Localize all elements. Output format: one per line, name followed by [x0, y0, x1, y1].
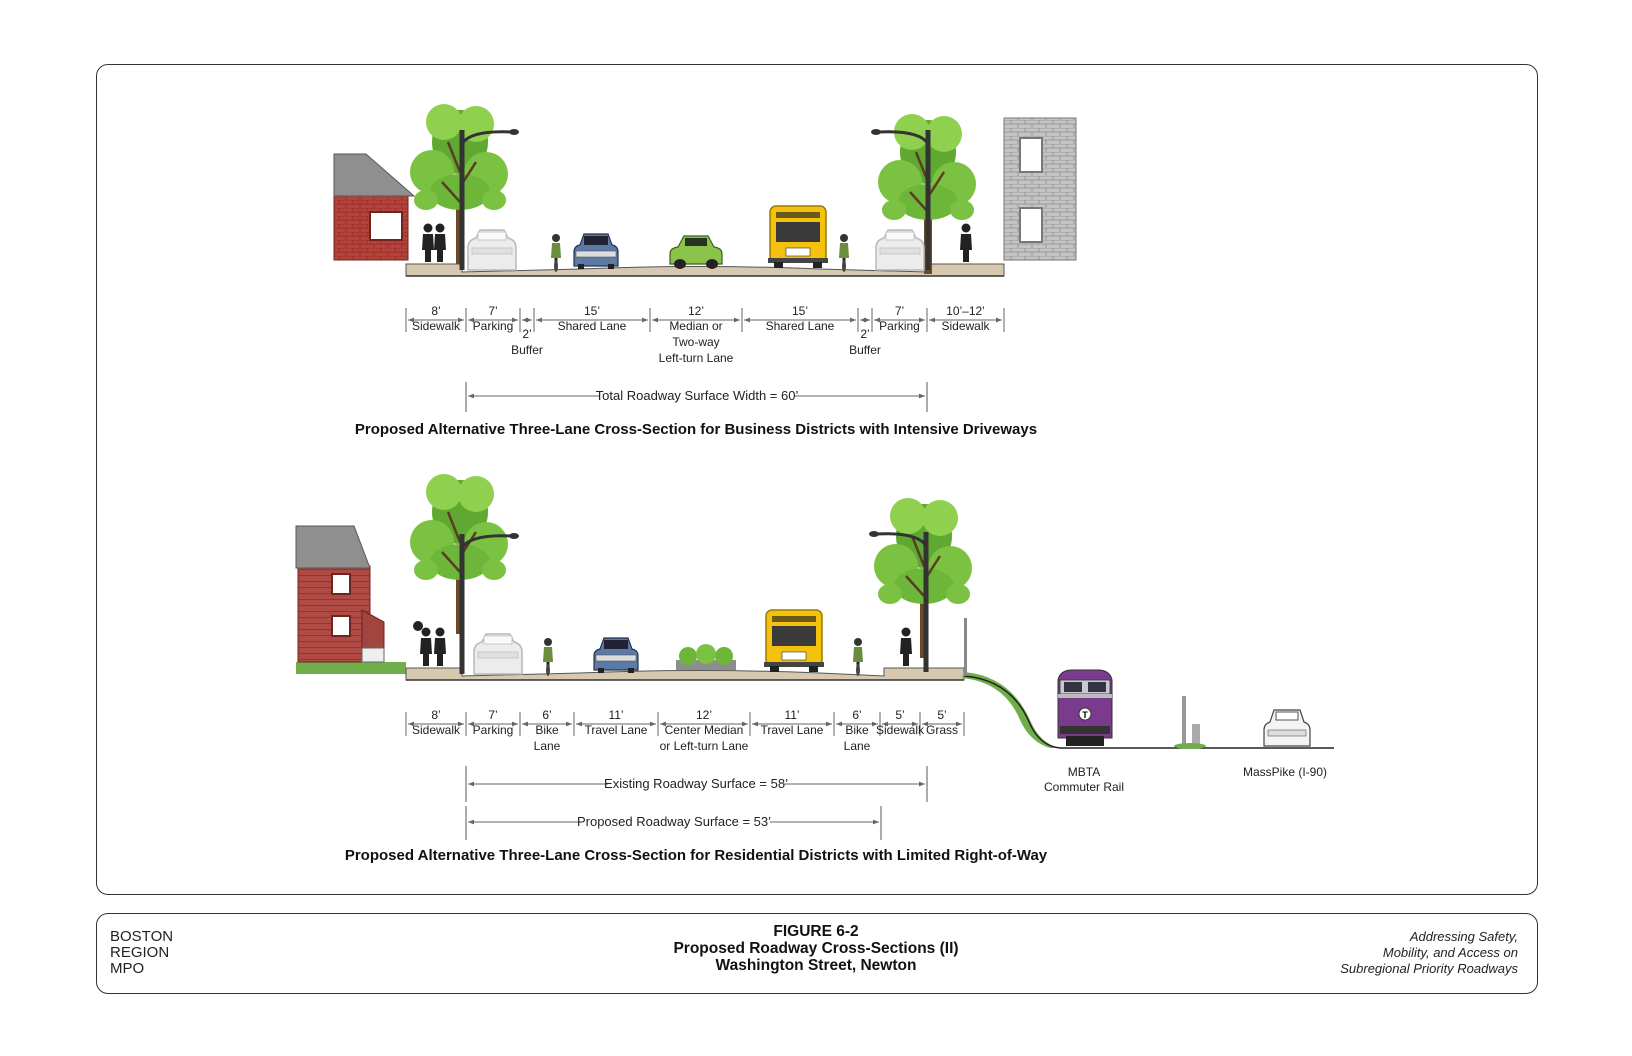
section2-dim-label: Bike [535, 723, 559, 737]
section1-dim-width: 15’ [584, 304, 600, 318]
section1-total-dimension: Total Roadway Surface Width = 60’ [465, 382, 928, 412]
section2-dim-label: Grass [926, 723, 958, 737]
footer-org-line: REGION [110, 944, 170, 961]
footer-org: BOSTON REGION MPO [110, 929, 173, 977]
section2-dim-label: Sidewalk [876, 723, 925, 737]
section2-dim-width: 12’ [696, 708, 712, 722]
report-title-line: Mobility, and Access on [1382, 945, 1518, 960]
section2-dim-label: Lane [844, 739, 871, 753]
section1-dim-label: Shared Lane [766, 319, 835, 333]
masspike-car [1263, 709, 1311, 747]
footer-figure-title: FIGURE 6-2 Proposed Roadway Cross-Sectio… [616, 923, 1016, 974]
section2-dim-label: Travel Lane [761, 723, 824, 737]
section1-dim-label: Parking [473, 319, 514, 333]
section1-dim-label: Left-turn Lane [659, 351, 734, 365]
section2-dim-label: Bike [845, 723, 869, 737]
section2-dim-label: Travel Lane [585, 723, 648, 737]
section1-dim-label: Median or [669, 319, 722, 333]
section1-dim-label: Buffer [849, 343, 881, 357]
section2-dim-width: 5’ [895, 708, 904, 722]
section1-dim-label: Sidewalk [941, 319, 990, 333]
section1-dim-width: 10’–12’ [946, 304, 985, 318]
section1-dim-label: Two-way [672, 335, 719, 349]
rail-label-line2: Commuter Rail [1044, 780, 1124, 794]
rail-label-line1: MBTA [1068, 765, 1100, 779]
section2-dim-width: 5’ [937, 708, 946, 722]
section2-dim-width: 6’ [542, 708, 551, 722]
section1-dim-width: 2’ [860, 327, 869, 341]
section2-dim-label: or Left-turn Lane [660, 739, 749, 753]
figure-number: FIGURE 6-2 [773, 923, 859, 940]
section2-dim-width: 6’ [852, 708, 861, 722]
section2-existing-label: Existing Roadway Surface = 58’ [604, 776, 788, 791]
section2-illustration: T [295, 472, 1334, 749]
section1-dim-width: 7’ [488, 304, 497, 318]
section2-dim-width: 11’ [784, 708, 799, 722]
section1-illustration [333, 102, 1077, 277]
section1-dim-label: Parking [879, 319, 920, 333]
footer-org-line: BOSTON [110, 928, 174, 945]
footer-org-line: MPO [110, 960, 145, 977]
section2-dim-label: Lane [534, 739, 561, 753]
report-title-line: Subregional Priority Roadways [1340, 961, 1518, 976]
report-title-line: Addressing Safety, [1409, 929, 1518, 944]
footer-report-title: Addressing Safety, Mobility, and Access … [1340, 929, 1518, 977]
section1-dim-width: 8’ [431, 304, 440, 318]
section1-dim-width: 15’ [792, 304, 808, 318]
section2-dim-label: Center Median [665, 723, 744, 737]
section1-title: Proposed Alternative Three-Lane Cross-Se… [355, 421, 1037, 438]
section1-dim-label: Buffer [511, 343, 543, 357]
section2-proposed-label: Proposed Roadway Surface = 53’ [577, 814, 771, 829]
masspike-label: MassPike (I-90) [1243, 765, 1327, 779]
section2-dim-label: Parking [473, 723, 514, 737]
section2-dim-width: 7’ [488, 708, 497, 722]
section2-dim-width: 8’ [431, 708, 440, 722]
section2-dim-label: Sidewalk [412, 723, 461, 737]
section2-title: Proposed Alternative Three-Lane Cross-Se… [345, 847, 1048, 864]
figure-subtitle: Proposed Roadway Cross-Sections (II) [673, 940, 959, 957]
footer-frame [96, 913, 1538, 994]
svg-text:T: T [1082, 710, 1088, 720]
main-diagram-frame [96, 64, 1538, 895]
section1-dim-width: 7’ [895, 304, 904, 318]
mbta-train: T [1057, 669, 1113, 746]
section1-dim-label: Sidewalk [412, 319, 461, 333]
figure-location: Washington Street, Newton [715, 957, 917, 974]
section1-dim-label: Shared Lane [558, 319, 627, 333]
section2-dim-width: 11’ [608, 708, 623, 722]
section1-dim-width: 2’ [522, 327, 531, 341]
section1-total-label: Total Roadway Surface Width = 60’ [596, 388, 799, 403]
section1-dim-width: 12’ [688, 304, 704, 318]
section2-existing-dimension: Existing Roadway Surface = 58’ [465, 766, 928, 802]
section2-proposed-dimension: Proposed Roadway Surface = 53’ [465, 806, 882, 840]
